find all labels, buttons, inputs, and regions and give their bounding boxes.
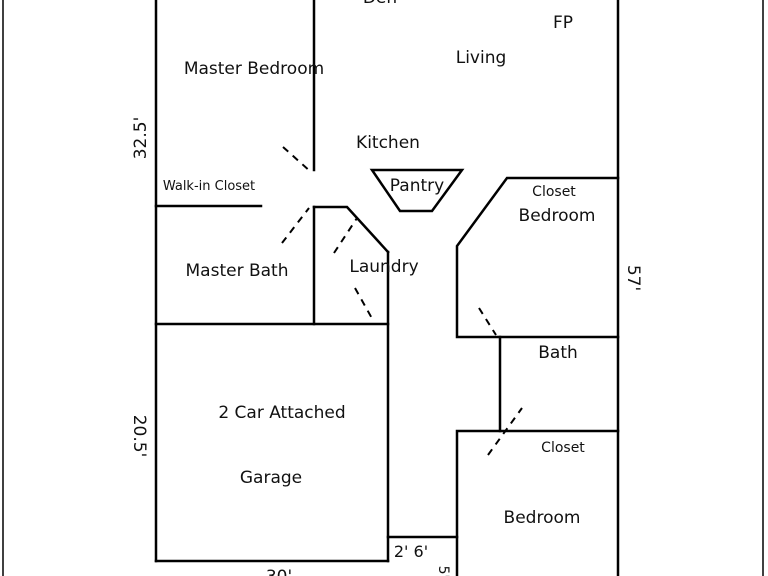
- room-label-kitchen: Kitchen: [356, 133, 420, 153]
- door-laundry-lower: [354, 287, 375, 323]
- room-label-bedroom-lower: Bedroom: [504, 508, 581, 528]
- dimension-lower-left: 20.5': [129, 415, 149, 458]
- room-label-den: Den: [363, 0, 397, 8]
- wall-lower-bedroom: [455, 429, 620, 576]
- dimension-small-b: 5': [435, 566, 451, 576]
- dimension-bottom: 30': [266, 567, 292, 576]
- dimension-upper-left: 32.5': [131, 117, 151, 160]
- room-label-laundry: Laundry: [349, 257, 418, 277]
- door-upper-bedroom: [478, 307, 497, 336]
- room-label-master-bath: Master Bath: [186, 261, 289, 281]
- room-label-closet-lower: Closet: [541, 440, 585, 456]
- room-label-garage-line1: 2 Car Attached: [218, 403, 345, 423]
- door-laundry-upper: [333, 217, 358, 254]
- room-label-master-bedroom: Master Bedroom: [184, 59, 324, 79]
- room-label-bedroom-upper: Bedroom: [519, 206, 596, 226]
- room-label-bath: Bath: [538, 343, 578, 363]
- room-label-fp: FP: [553, 13, 573, 33]
- door-master-bedroom: [282, 146, 312, 173]
- room-label-walk-in-closet: Walk-in Closet: [163, 179, 255, 194]
- door-bath: [487, 407, 523, 456]
- room-label-garage-line2: Garage: [240, 468, 302, 488]
- wall-upper-bedroom: [455, 176, 620, 339]
- room-label-living: Living: [456, 48, 507, 68]
- dimension-small-a: 2' 6': [394, 542, 428, 561]
- dimension-right: 57': [623, 265, 643, 291]
- walls: [154, 0, 620, 576]
- room-label-pantry: Pantry: [390, 176, 444, 196]
- room-label-closet-upper: Closet: [532, 184, 576, 200]
- door-swings: [281, 146, 523, 456]
- pantry-shape: [369, 168, 465, 213]
- wall-laundry-top: [312, 205, 390, 254]
